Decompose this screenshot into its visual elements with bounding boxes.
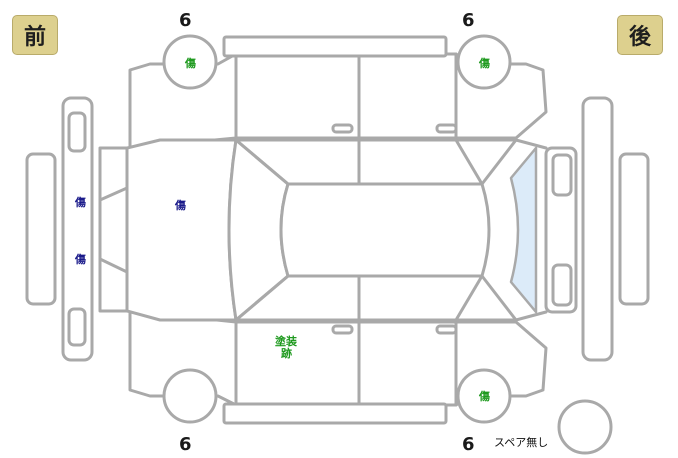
tread-depth-rear-right: 6 bbox=[462, 434, 475, 455]
spare-tire-circle bbox=[557, 399, 613, 455]
front-headlight-top bbox=[67, 111, 87, 153]
rear-light-top bbox=[551, 153, 573, 197]
upper-rear-door-handle bbox=[435, 123, 458, 134]
damage-mark-wheel-rear-left: 傷 bbox=[479, 57, 490, 70]
rear-bumper-outer bbox=[618, 152, 650, 306]
front-grille bbox=[98, 146, 129, 313]
upper-front-door-handle bbox=[331, 123, 354, 134]
damage-mark-front-bumper-upper: 傷 bbox=[75, 196, 86, 209]
rear-bumper-inner bbox=[581, 96, 614, 362]
spare-tire-label: スペア無し bbox=[494, 436, 549, 449]
tread-depth-rear-left: 6 bbox=[462, 10, 475, 31]
tread-depth-front-left: 6 bbox=[179, 10, 192, 31]
damage-mark-front-bumper-lower: 傷 bbox=[75, 253, 86, 266]
front-bumper-outer bbox=[25, 152, 57, 306]
lower-side-skirt bbox=[222, 402, 448, 425]
damage-mark-hood: 傷 bbox=[175, 199, 186, 212]
damage-mark-wheel-front-left: 傷 bbox=[185, 57, 196, 70]
rear-window-glass bbox=[509, 146, 538, 314]
rear-label-badge: 後 bbox=[617, 15, 663, 55]
wheel-front-right bbox=[162, 368, 218, 424]
front-headlight-bottom bbox=[67, 307, 87, 347]
upper-side-skirt bbox=[222, 35, 448, 58]
roof-panel bbox=[279, 182, 491, 278]
damage-mark-rear-door-paint-line2: 跡 bbox=[281, 347, 292, 360]
front-label-badge: 前 bbox=[12, 15, 58, 55]
wheel-rear-right bbox=[456, 368, 512, 424]
hood-panel bbox=[125, 138, 238, 322]
wheel-front-left bbox=[162, 34, 218, 90]
windshield bbox=[227, 138, 290, 322]
tread-depth-front-right: 6 bbox=[179, 434, 192, 455]
front-bumper-inner bbox=[61, 96, 94, 362]
rear-light-bottom bbox=[551, 263, 573, 307]
damage-mark-rear-door-paint-line1: 塗装 bbox=[275, 335, 297, 348]
lower-rear-door-handle bbox=[435, 324, 458, 335]
damage-mark-wheel-rear-right: 傷 bbox=[479, 390, 490, 403]
wheel-rear-left bbox=[456, 34, 512, 90]
lower-front-door-handle bbox=[331, 324, 354, 335]
